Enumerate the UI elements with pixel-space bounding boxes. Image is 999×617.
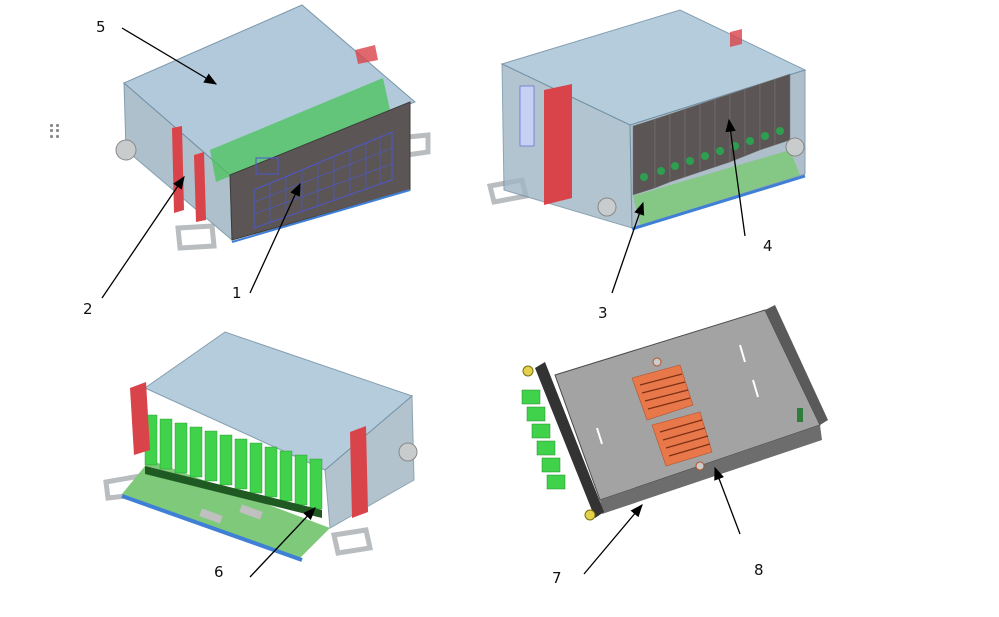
callout-label-3: 3 bbox=[598, 304, 608, 322]
callout-label-7: 7 bbox=[552, 569, 562, 587]
view-c-enclosure bbox=[103, 331, 418, 562]
callout-leaders bbox=[101, 27, 746, 578]
callout-label-2: 2 bbox=[83, 300, 93, 318]
callout-label-1: 1 bbox=[232, 284, 242, 302]
callout-label-4: 4 bbox=[763, 237, 773, 255]
callout-label-6: 6 bbox=[214, 563, 224, 581]
drag-handle-icon[interactable] bbox=[50, 124, 60, 138]
callout-label-5: 5 bbox=[96, 18, 106, 36]
view-d-cassette bbox=[521, 305, 828, 521]
view-b-enclosure bbox=[486, 9, 807, 231]
view-a-enclosure bbox=[115, 4, 431, 251]
callout-label-8: 8 bbox=[754, 561, 764, 579]
